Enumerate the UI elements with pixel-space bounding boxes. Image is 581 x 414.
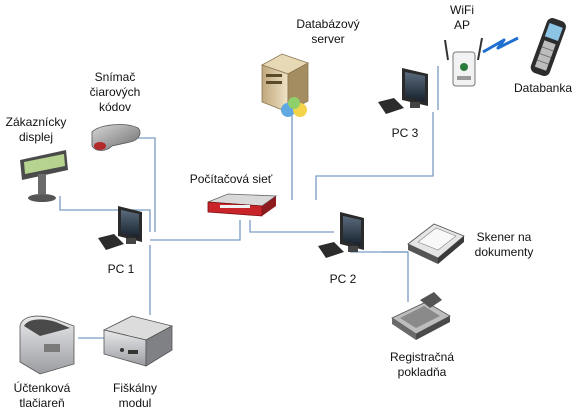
label-network: Počítačová sieť [189,172,273,186]
label-wifi-ap: WiFi AP [450,3,474,32]
label-pc2: PC 2 [329,272,357,286]
label-customer-display: Zákaznícky displej [5,115,67,144]
computer-icon-pc2 [318,212,364,258]
barcode-scanner-icon [91,124,141,151]
cable-pc3-network [315,112,434,200]
cash-register-icon [391,292,451,340]
label-databanka: Databanka [513,81,573,95]
customer-display-icon [20,150,68,202]
cable-scanner-pc1 [138,137,156,232]
computer-icon-pc1 [98,206,142,250]
label-receipt-printer: Účtenková tlačiareň [13,381,71,410]
cable-display-pc1 [59,196,151,232]
label-pc1: PC 1 [107,262,135,276]
label-document-scanner: Skener na dokumenty [474,230,534,259]
label-barcode-scanner: Snímač čiarových kódov [89,70,141,114]
router-icon [207,193,278,217]
wireless-link [482,36,519,54]
cable-pc2-network [249,220,334,233]
cable-pc1-network [150,220,241,241]
computer-icon-pc3 [378,68,428,114]
cables [59,66,439,339]
wifi-access-point-icon [444,37,483,87]
fiscal-module-icon [102,315,174,367]
server-icon [261,53,309,117]
document-scanner-icon [407,223,465,264]
label-cash-register: Registračná pokladňa [389,350,455,379]
handheld-terminal-icon [530,18,566,77]
cable-pc2-register [382,251,409,302]
receipt-printer-icon [19,315,75,375]
label-database-server: Databázový server [296,17,360,46]
label-fiscal-module: Fiškálny modul [112,381,158,410]
label-pc3: PC 3 [391,126,419,140]
